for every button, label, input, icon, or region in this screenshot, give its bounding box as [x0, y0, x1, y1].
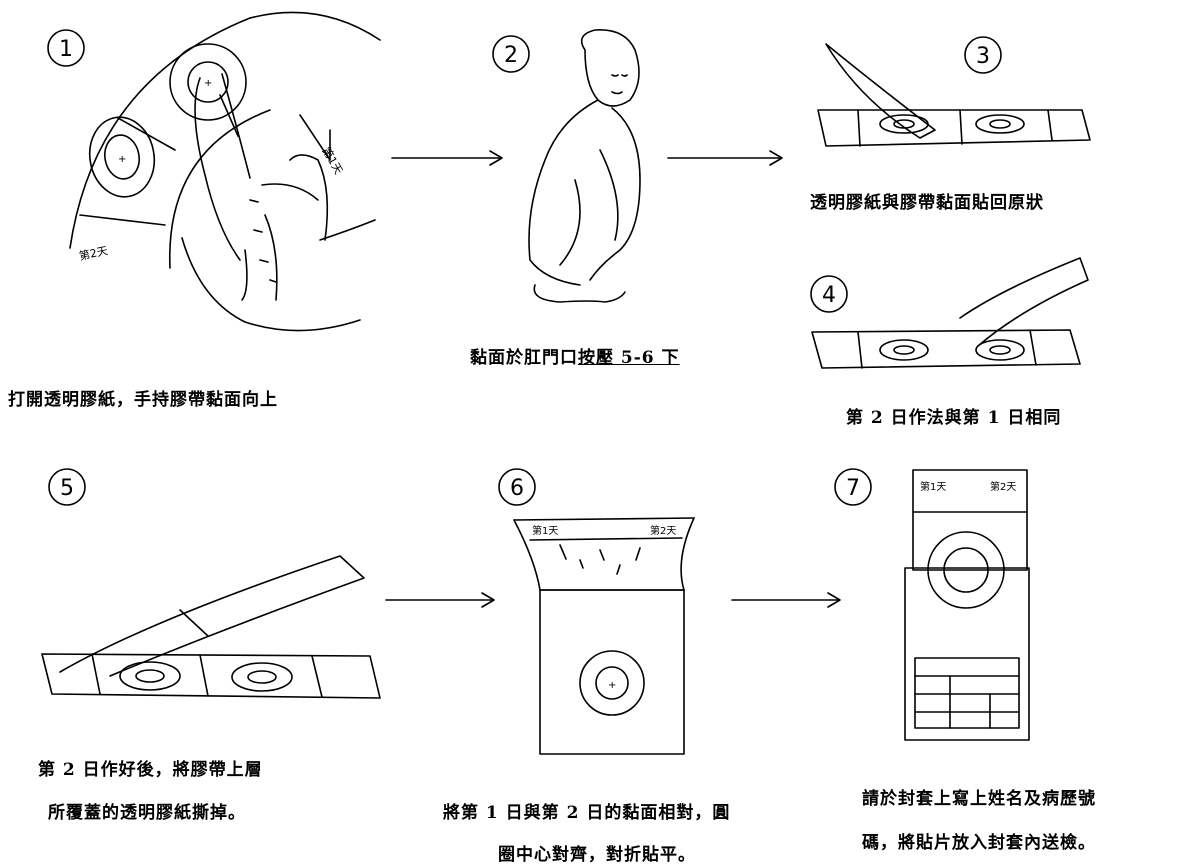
right-arrow-icon-4 [731, 592, 841, 608]
target-circle-left: + [88, 116, 156, 198]
tape-strip-flat [817, 109, 1091, 147]
step-7-illustration: 7 第1天 第2天 [834, 468, 1030, 741]
curved-tape-strip: 第2天 第1天 [69, 11, 381, 269]
svg-text:2: 2 [504, 43, 518, 68]
right-arrow-icon-1 [391, 150, 503, 166]
tape-strip-flat-2 [811, 329, 1081, 369]
step-number-3-icon: 3 [964, 36, 1002, 74]
svg-text:4: 4 [822, 283, 836, 308]
peeling-film-long [59, 555, 365, 677]
step-5-illustration: 5 [41, 468, 381, 699]
step-2-caption: 黏面於肛門口按壓 5-6 下 [470, 343, 680, 368]
step-number-5-icon: 5 [48, 468, 86, 506]
step-7-caption-line-1: 請於封套上寫上姓名及病歷號 [862, 789, 1096, 809]
step-1-illustration: 1 第2天 第1天 + + [47, 11, 381, 332]
svg-text:第1天: 第1天 [920, 480, 946, 493]
step-6-caption-line-1: 將第 1 日與第 2 日的黏面相對，圓 [443, 803, 731, 823]
step-number-7-icon: 7 [834, 468, 872, 506]
tape-strip-flat-3 [41, 653, 381, 699]
right-arrow-icon-3 [385, 592, 495, 608]
hand-sketch [181, 73, 376, 332]
squatting-child-sketch [528, 29, 641, 303]
svg-text:第2天: 第2天 [990, 480, 1016, 493]
step-5-caption-line-1: 第 2 日作好後，將膠帶上層 [38, 760, 263, 780]
step-3-illustration: 3 [817, 36, 1091, 147]
step-2-caption-underlined: 按壓 5-6 下 [578, 348, 680, 368]
svg-text:5: 5 [60, 476, 74, 501]
envelope-sketch: 第1天 第2天 [904, 469, 1030, 741]
svg-text:第2天: 第2天 [650, 524, 676, 537]
step-2-illustration: 2 [492, 29, 641, 303]
svg-text:+: + [204, 78, 212, 89]
svg-text:第1天: 第1天 [319, 145, 346, 177]
step-2-caption-prefix: 黏面於肛門口 [470, 348, 578, 368]
step-number-2-icon: 2 [492, 35, 530, 73]
folded-slide-sketch: + 第1天 第2天 [513, 517, 695, 755]
step-number-4-icon: 4 [810, 275, 848, 313]
svg-text:+: + [608, 680, 616, 691]
step-1-caption: 打開透明膠紙，手持膠帶黏面向上 [8, 390, 278, 410]
svg-text:第2天: 第2天 [78, 243, 109, 263]
lifted-film [959, 257, 1089, 347]
step-4-caption: 第 2 日作法與第 1 日相同 [846, 408, 1062, 428]
step-6-caption-line-2: 圈中心對齊，對折貼平。 [498, 845, 696, 865]
right-arrow-icon-2 [667, 150, 783, 166]
peeling-film [825, 43, 936, 139]
svg-text:+: + [118, 154, 126, 165]
step-number-1-icon: 1 [47, 29, 85, 67]
step-number-6-icon: 6 [498, 468, 536, 506]
step-5-caption-line-2: 所覆蓋的透明膠紙撕掉。 [48, 803, 246, 823]
step-3-caption: 透明膠紙與膠帶黏面貼回原狀 [810, 193, 1044, 213]
step-7-caption-line-2: 碼，將貼片放入封套內送檢。 [862, 833, 1096, 853]
svg-text:3: 3 [976, 44, 990, 69]
step-4-illustration: 4 [810, 257, 1089, 369]
step-6-illustration: 6 + 第1天 第2天 [498, 468, 695, 755]
svg-text:第1天: 第1天 [532, 524, 558, 537]
target-circle-right: + [169, 43, 247, 121]
svg-text:6: 6 [510, 476, 524, 501]
svg-text:1: 1 [59, 37, 73, 62]
svg-text:7: 7 [846, 476, 860, 501]
